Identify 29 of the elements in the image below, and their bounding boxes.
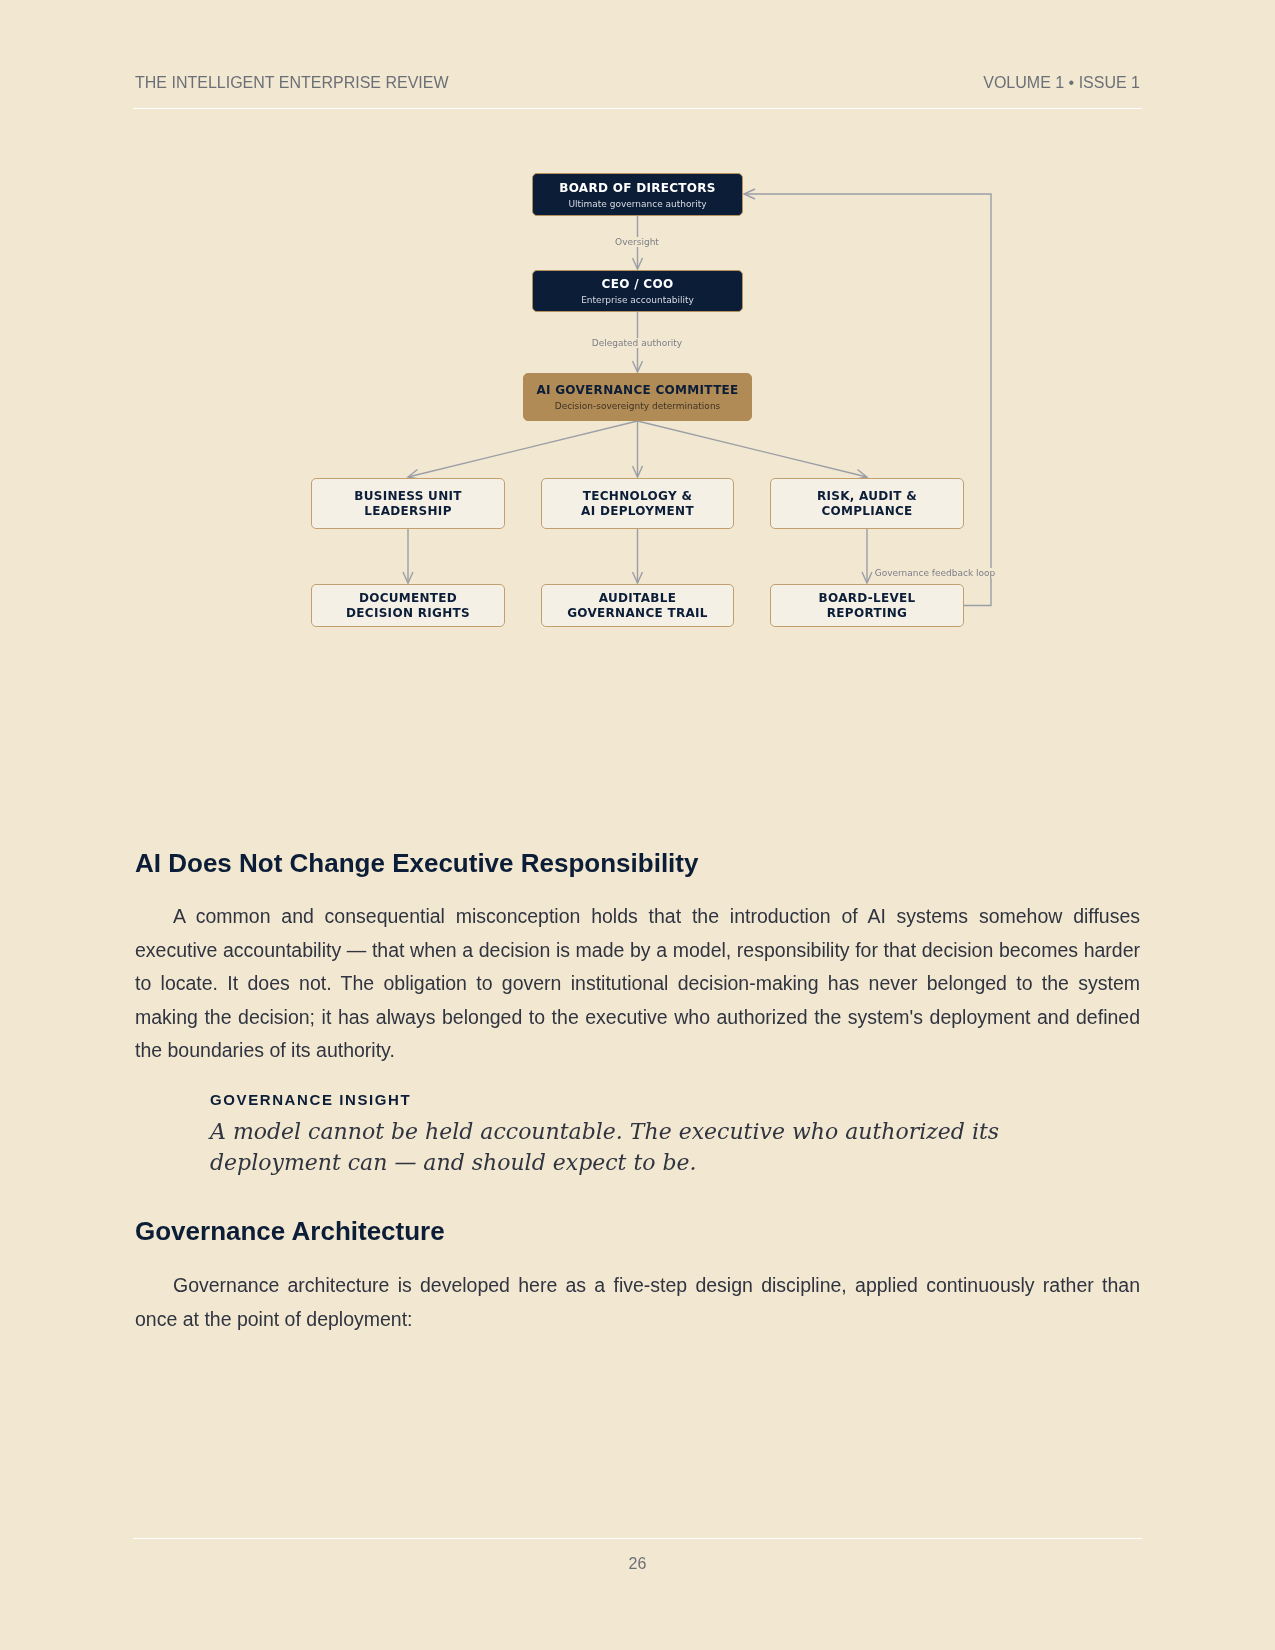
process-box: AUDITABLE GOVERNANCE TRAIL — [541, 584, 734, 627]
process-box: BUSINESS UNIT LEADERSHIP — [311, 478, 505, 529]
arrow — [407, 420, 639, 480]
edge-label: Governance feedback loop — [872, 568, 998, 578]
body-paragraph: A common and consequential misconception holds that the introduction of AI systems somehow diffuses executive accountability — that when a decision is made by a model, responsibility for that decision becomes harder to locate. It does not. The obligation to govern institutional decision-making has never belonged to the system making the decision; it has always belonged to the executive who authorized the system's deployment and defined the boundaries of its authority. — [135, 904, 1140, 1064]
process-box: DOCUMENTED DECISION RIGHTS — [311, 584, 505, 627]
arrow — [636, 420, 868, 480]
board-box: BOARD OF DIRECTORS Ultimate governance authority — [532, 173, 743, 216]
edge-label: Oversight — [613, 237, 661, 247]
arrow — [861, 528, 873, 584]
insight-label: GOVERNANCE INSIGHT — [210, 1091, 412, 1108]
process-box: TECHNOLOGY & AI DEPLOYMENT — [541, 478, 734, 529]
pull-quote: A model cannot be held accountable. The executive who authorized its deployment can — and should expect to be. — [210, 1118, 1001, 1177]
arrow — [631, 528, 644, 584]
arrow — [631, 420, 644, 478]
process-box: BOARD-LEVEL REPORTING — [770, 584, 964, 627]
section-heading: AI Does Not Change Executive Responsibility — [135, 848, 699, 879]
arrow — [743, 188, 992, 607]
issue-number: VOLUME 1 • ISSUE 1 — [983, 74, 1140, 92]
process-box: RISK, AUDIT & COMPLIANCE — [770, 478, 964, 529]
arrow — [402, 528, 414, 584]
committee-box: AI GOVERNANCE COMMITTEE Decision-sovereignty determinations — [523, 373, 752, 421]
running-header: THE INTELLIGENT ENTERPRISE REVIEW — [135, 74, 449, 92]
body-paragraph: Governance architecture is developed here as a five-step design discipline, applied continuously rather than once at the point of deployment: — [135, 1273, 1140, 1332]
arrow — [631, 311, 644, 373]
page-number: 26 — [627, 1555, 648, 1573]
section-heading: Governance Architecture — [135, 1216, 445, 1247]
executive-box: CEO / COO Enterprise accountability — [532, 270, 743, 312]
edge-label: Delegated authority — [589, 338, 685, 348]
